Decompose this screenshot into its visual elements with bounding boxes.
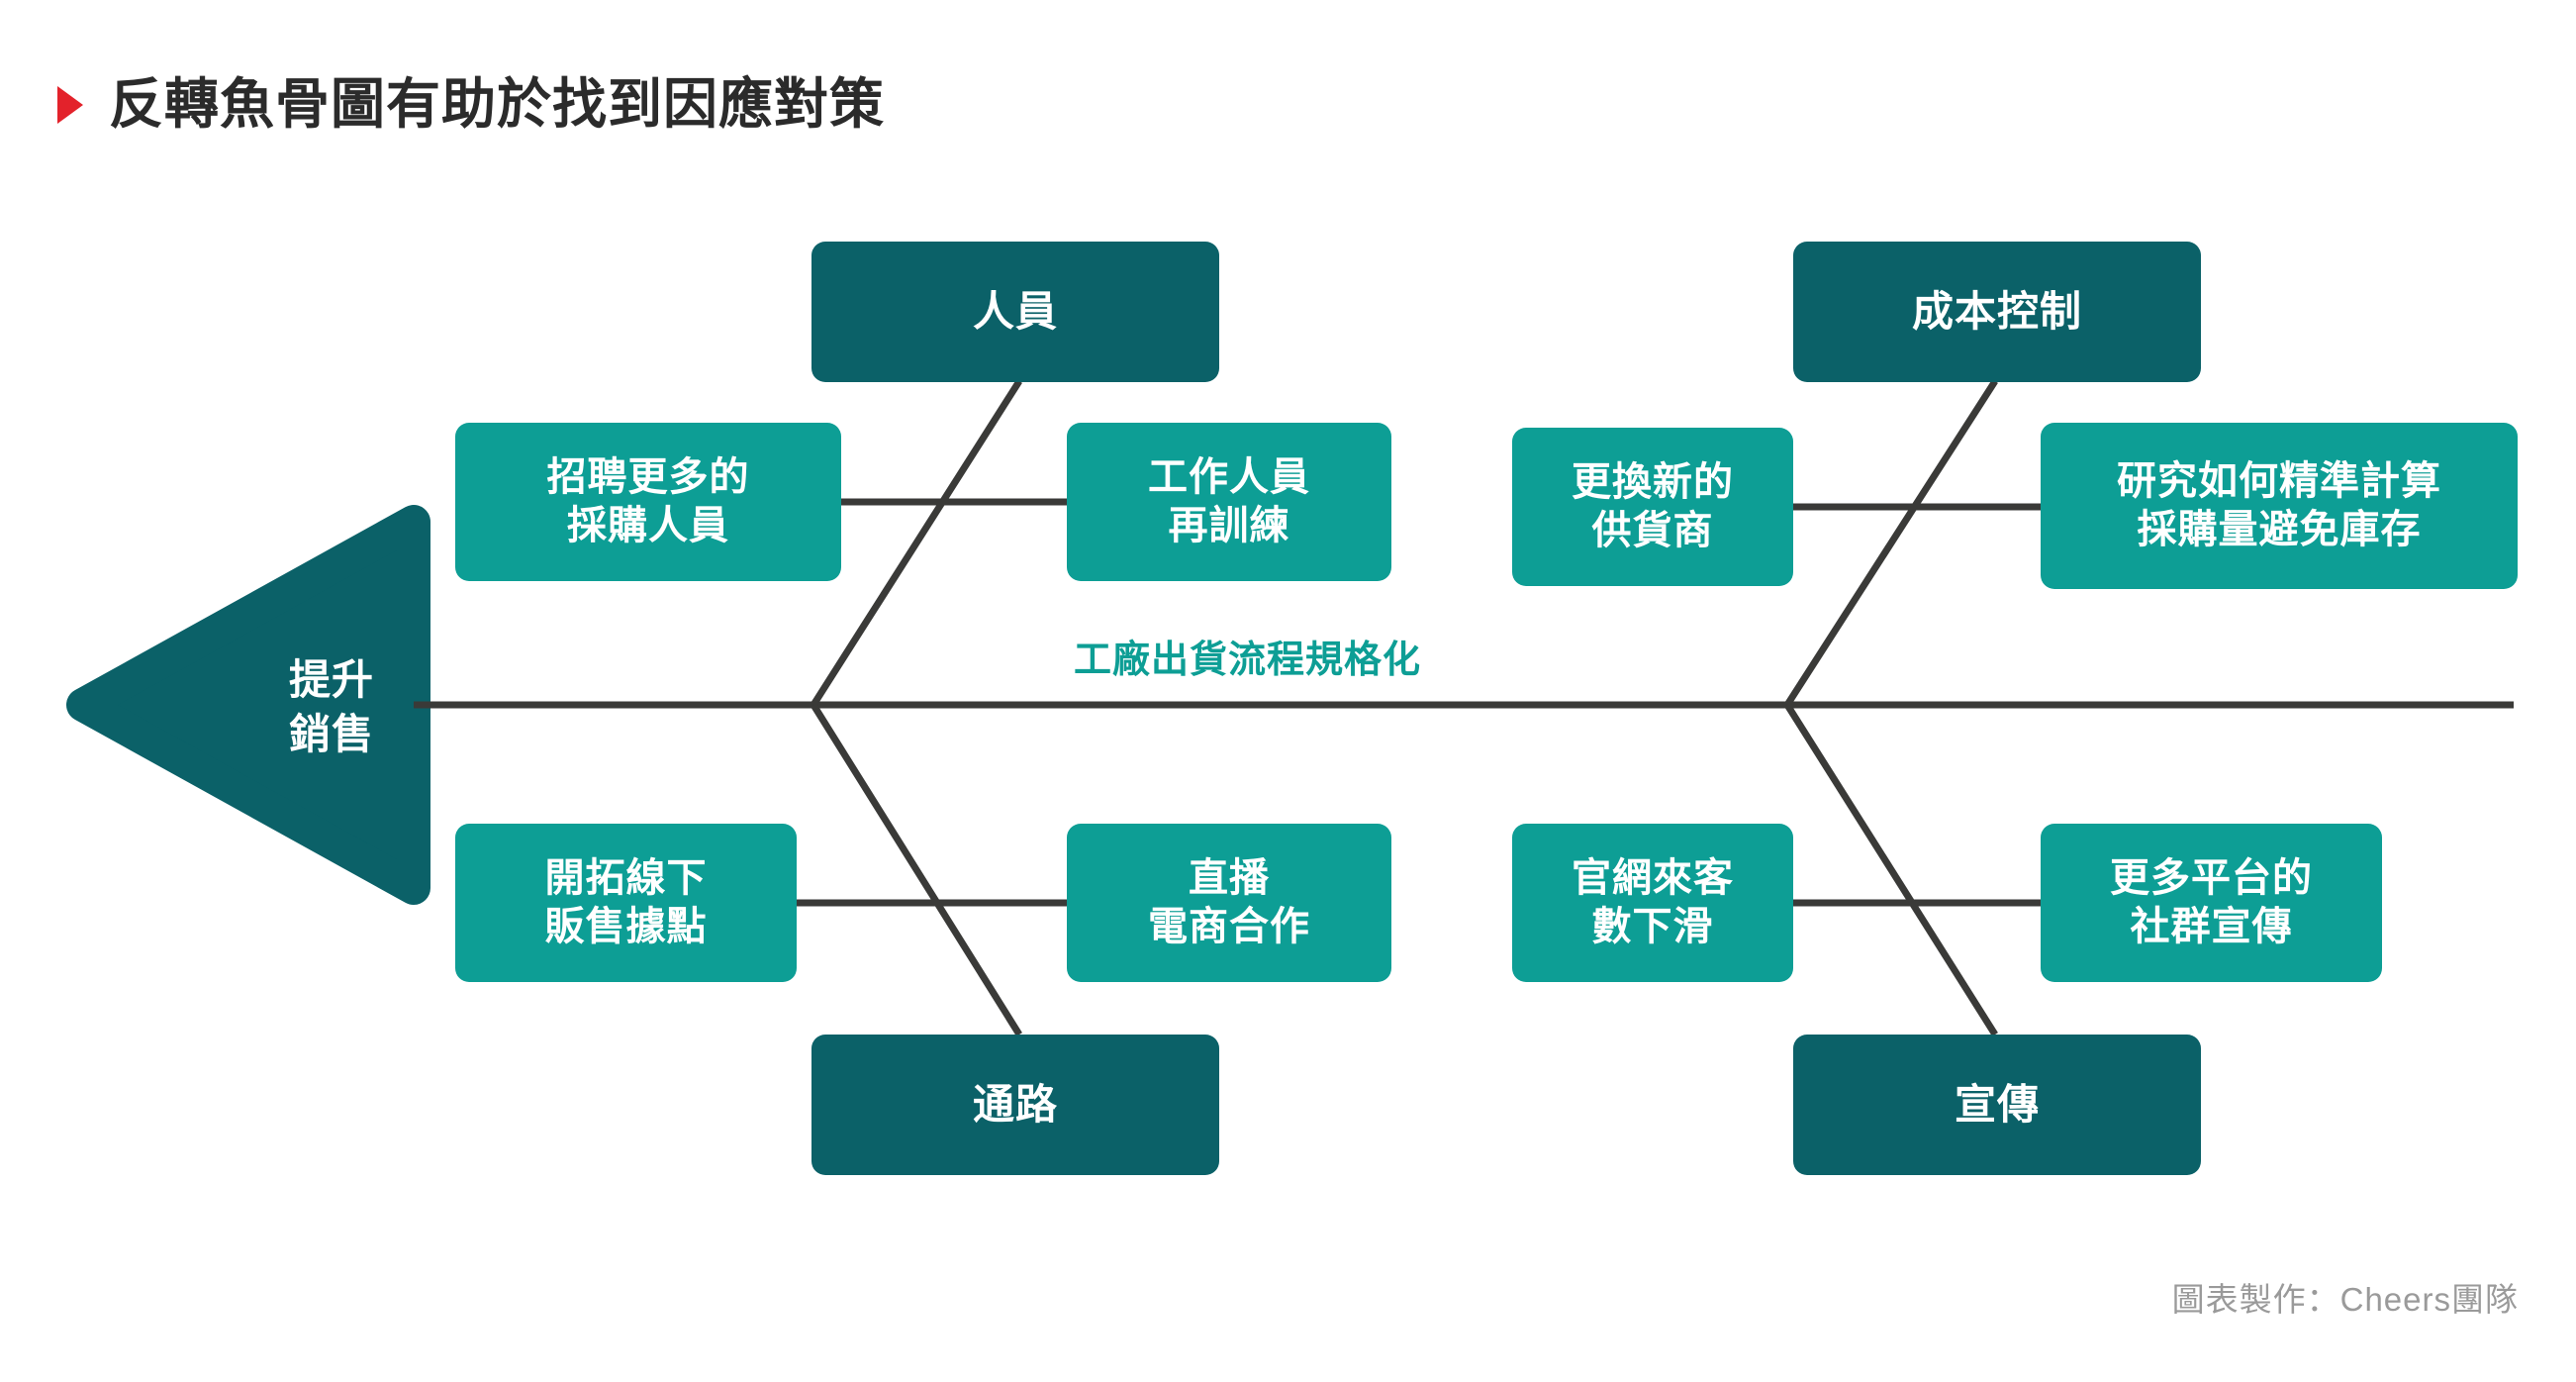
credit-text: 圖表製作：Cheers團隊 (2171, 1281, 2519, 1318)
rib-personnel (811, 379, 1022, 707)
page-title-text: 反轉魚骨圖有助於找到因應對策 (109, 73, 886, 135)
head-box-promotion[interactable]: 宣傳 (1793, 1035, 2201, 1175)
cause-box-personnel-2[interactable]: 工作人員 再訓練 (1067, 423, 1391, 581)
cause-box-cost-control-1[interactable]: 更換新的 供貨商 (1512, 428, 1793, 586)
cause-box-promotion-2[interactable]: 更多平台的 社群宣傳 (2041, 824, 2382, 982)
cause-box-channel-2[interactable]: 直播 電商合作 (1067, 824, 1391, 982)
triangle-right-icon (57, 85, 83, 124)
spine-label: 工廠出貨流程規格化 (1074, 640, 1422, 681)
cause-box-cost-control-2[interactable]: 研究如何精準計算 採購量避免庫存 (2041, 423, 2518, 589)
rib-promotion (1784, 703, 1998, 1036)
effect-label: 提升 銷售 (288, 656, 374, 757)
head-box-personnel[interactable]: 人員 (811, 242, 1219, 382)
cause-box-channel-1[interactable]: 開拓線下 販售據點 (455, 824, 797, 982)
cause-box-promotion-1[interactable]: 官網來客 數下滑 (1512, 824, 1793, 982)
head-box-channel[interactable]: 通路 (811, 1035, 1219, 1175)
page-title: 反轉魚骨圖有助於找到因應對策 (57, 77, 885, 132)
head-box-cost-control[interactable]: 成本控制 (1793, 242, 2201, 382)
cause-box-personnel-1[interactable]: 招聘更多的 採購人員 (455, 423, 841, 581)
rib-cost-control (1784, 379, 1998, 707)
rib-channel (811, 703, 1022, 1036)
